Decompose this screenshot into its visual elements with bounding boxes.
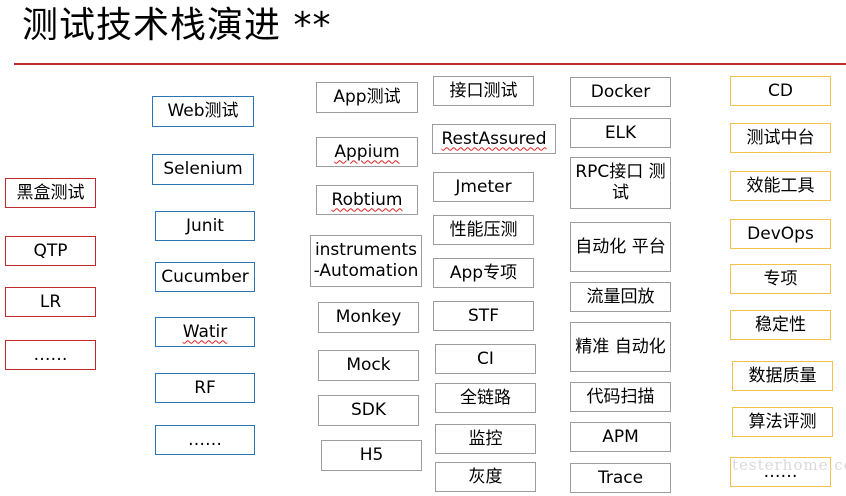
col1-box-lr: LR bbox=[5, 287, 96, 317]
col3-box-robtium: Robtium bbox=[316, 185, 418, 215]
col6-box-ellipsis: …… bbox=[730, 457, 831, 487]
col4-box-app-special: App专项 bbox=[433, 258, 534, 288]
col4-box-performance-stress-test: 性能压测 bbox=[433, 215, 534, 245]
col6-box-cd: CD bbox=[730, 76, 831, 106]
col3-box-app-testing: App测试 bbox=[316, 82, 418, 113]
col6-box-special: 专项 bbox=[730, 264, 831, 294]
col3-box-monkey: Monkey bbox=[318, 302, 419, 333]
col3-box-mock: Mock bbox=[318, 350, 419, 381]
col1-box-ellipsis: …… bbox=[5, 340, 96, 370]
col6-box-efficiency-tools: 效能工具 bbox=[730, 171, 831, 201]
col6-box-test-middle-platform: 测试中台 bbox=[730, 123, 831, 153]
col5-box-trace: Trace bbox=[570, 463, 671, 493]
col4-box-gray-release: 灰度 bbox=[435, 462, 536, 492]
col6-box-devops: DevOps bbox=[730, 219, 831, 249]
col3-box-instruments-automation: instruments -Automation bbox=[310, 235, 422, 287]
col4-box-full-link: 全链路 bbox=[435, 383, 536, 413]
col2-box-selenium: Selenium bbox=[152, 154, 254, 185]
col3-box-sdk: SDK bbox=[318, 395, 419, 426]
col4-box-monitoring: 监控 bbox=[435, 424, 536, 454]
col3-box-appium: Appium bbox=[316, 137, 418, 167]
col4-box-restassured: RestAssured bbox=[432, 124, 556, 154]
col1-box-qtp: QTP bbox=[5, 236, 96, 266]
col4-box-stf: STF bbox=[433, 301, 534, 331]
col6-box-stability: 稳定性 bbox=[730, 310, 831, 340]
col5-box-elk: ELK bbox=[570, 118, 671, 148]
page-title: 测试技术栈演进 ** bbox=[22, 5, 332, 46]
col2-box-watir: Watir bbox=[155, 317, 255, 347]
col6-box-algorithm-evaluation: 算法评测 bbox=[732, 407, 833, 437]
col2-box-ellipsis: …… bbox=[155, 425, 255, 455]
col1-box-black-box-testing: 黑盒测试 bbox=[5, 178, 96, 208]
col2-box-rf: RF bbox=[155, 373, 255, 403]
col6-box-data-quality: 数据质量 bbox=[732, 361, 833, 391]
col2-box-junit: Junit bbox=[155, 211, 255, 241]
col5-box-traffic-replay: 流量回放 bbox=[570, 282, 671, 312]
col5-box-rpc-api-testing: RPC接口 测试 bbox=[570, 157, 671, 209]
col5-box-automation-platform: 自动化 平台 bbox=[570, 222, 671, 272]
col5-box-precise-automation: 精准 自动化 bbox=[570, 322, 671, 372]
col4-box-jmeter: Jmeter bbox=[433, 172, 534, 202]
col5-box-code-scan: 代码扫描 bbox=[570, 382, 671, 412]
col5-box-apm: APM bbox=[570, 422, 671, 452]
col2-box-web-testing: Web测试 bbox=[152, 96, 254, 127]
col4-box-api-testing: 接口测试 bbox=[433, 76, 534, 106]
col5-box-docker: Docker bbox=[570, 77, 671, 107]
col3-box-h5: H5 bbox=[321, 440, 422, 471]
col2-box-cucumber: Cucumber bbox=[155, 262, 255, 292]
watermark-text: testerhome.com bbox=[732, 456, 846, 474]
col4-box-ci: CI bbox=[435, 344, 536, 374]
title-divider bbox=[14, 63, 846, 65]
